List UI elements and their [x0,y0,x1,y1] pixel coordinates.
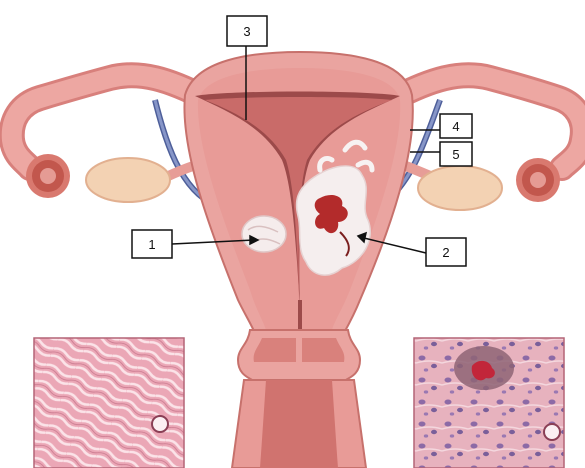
callout-5-label: 5 [452,147,459,162]
benign-fibroid [242,216,286,252]
histology-fibroid-vessel [152,416,168,432]
callout-2: 2 [426,238,466,266]
callout-3-label: 3 [243,24,250,39]
callout-1: 1 [132,230,172,258]
callout-1-label: 1 [148,237,155,252]
left-fallopian-tube [12,75,205,168]
callout-5: 5 [440,142,472,166]
histology-fibroid-panel [34,338,184,468]
callout-3: 3 [227,16,267,46]
callout-4-label: 4 [452,119,459,134]
histology-malignant-vessel [544,424,560,440]
left-fimbriae [26,154,70,198]
left-ovary [86,158,170,202]
right-fallopian-tube [395,75,583,168]
right-fimbriae [516,158,560,202]
callout-2-label: 2 [442,245,449,260]
right-ovary [418,166,502,210]
callout-4: 4 [440,114,472,138]
